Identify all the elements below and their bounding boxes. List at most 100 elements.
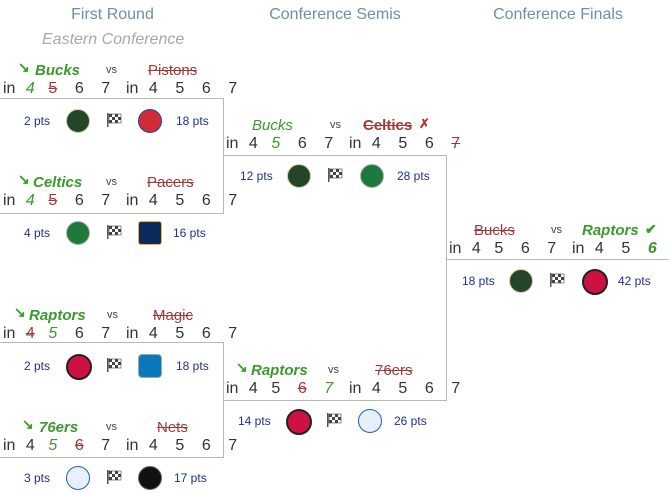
games-option-7[interactable]: 7 (324, 380, 334, 397)
games-option-6[interactable]: 6 (74, 437, 84, 454)
celtics-logo[interactable] (360, 164, 384, 188)
games-option-6[interactable]: 6 (201, 437, 211, 454)
points-76ers: 26 pts (394, 414, 427, 428)
games-option-7[interactable]: 7 (451, 135, 461, 152)
games-option-4[interactable]: 4 (594, 240, 604, 257)
team-76ers[interactable]: 76ers (39, 419, 79, 436)
games-option-4[interactable]: 4 (371, 135, 381, 152)
team-pacers[interactable]: Pacers (147, 174, 194, 191)
games-option-4[interactable]: 4 (248, 135, 258, 152)
games-option-5[interactable]: 5 (175, 437, 185, 454)
bucks-logo[interactable] (66, 109, 90, 133)
team-pistons[interactable]: Pistons (148, 62, 198, 79)
bracket-line (0, 342, 224, 343)
games-option-4[interactable]: 4 (248, 380, 258, 397)
games-option-5[interactable]: 5 (175, 325, 185, 342)
games-option-6[interactable]: 6 (201, 325, 211, 342)
team-nets[interactable]: Nets (157, 419, 188, 436)
celtics-logo[interactable] (66, 221, 90, 245)
games-option-7[interactable]: 7 (228, 325, 238, 342)
games-option-4[interactable]: 4 (471, 240, 481, 257)
games-option-4[interactable]: 4 (371, 380, 381, 397)
team-bucks[interactable]: Bucks (35, 62, 81, 79)
games-option-5[interactable]: 5 (271, 380, 281, 397)
team-celtics[interactable]: Celtics (33, 174, 83, 191)
points-raptors: 2 pts (24, 359, 51, 373)
games-option-6[interactable]: 6 (201, 192, 211, 209)
team-raptors[interactable]: Raptors (29, 307, 86, 324)
games-option-4[interactable]: 4 (148, 325, 158, 342)
games-option-6[interactable]: 6 (297, 135, 307, 152)
points-celtics: 4 pts (24, 226, 51, 240)
checkered-flag-icon[interactable] (106, 358, 122, 372)
games-option-5[interactable]: 5 (398, 135, 408, 152)
team-bucks[interactable]: Bucks (474, 222, 515, 239)
games-option-6[interactable]: 6 (297, 380, 307, 397)
games-option-7[interactable]: 7 (547, 240, 557, 257)
games-option-7[interactable]: 7 (324, 135, 334, 152)
pick-arrow-icon: ↘ (236, 359, 248, 375)
checkered-flag-icon[interactable] (327, 168, 343, 182)
games-option-7[interactable]: 7 (101, 437, 111, 454)
games-option-5[interactable]: 5 (48, 325, 58, 342)
games-option-7[interactable]: 7 (228, 437, 238, 454)
games-option-6[interactable]: 6 (74, 192, 84, 209)
checkered-flag-icon[interactable] (106, 225, 122, 239)
series-length-picker-b: in 4 5 6 7 (126, 80, 242, 98)
games-option-6[interactable]: 6 (424, 135, 434, 152)
checkered-flag-icon[interactable] (106, 470, 122, 484)
raptors-logo[interactable] (66, 354, 92, 380)
nets-logo[interactable] (138, 466, 162, 490)
games-option-4[interactable]: 4 (25, 437, 35, 454)
games-option-7[interactable]: 7 (228, 192, 238, 209)
team-76ers[interactable]: 76ers (375, 362, 413, 379)
raptors-logo[interactable] (286, 409, 312, 435)
games-option-6[interactable]: 6 (647, 240, 657, 257)
games-option-5[interactable]: 5 (48, 192, 58, 209)
games-option-6[interactable]: 6 (74, 80, 84, 97)
team-raptors[interactable]: Raptors (251, 362, 308, 379)
header-first-round: First Round (71, 6, 154, 23)
team-magic[interactable]: Magic (153, 307, 194, 324)
bucks-logo[interactable] (509, 269, 533, 293)
games-option-5[interactable]: 5 (494, 240, 504, 257)
games-option-5[interactable]: 5 (48, 437, 58, 454)
games-option-7[interactable]: 7 (101, 80, 111, 97)
bracket-line (223, 98, 224, 214)
games-option-5[interactable]: 5 (398, 380, 408, 397)
magic-logo[interactable] (138, 354, 162, 378)
team-celtics[interactable]: Celtics (363, 117, 413, 134)
bucks-logo[interactable] (287, 164, 311, 188)
games-option-7[interactable]: 7 (451, 380, 461, 397)
games-option-5[interactable]: 5 (175, 80, 185, 97)
points-celtics: 28 pts (397, 169, 430, 183)
games-option-4[interactable]: 4 (25, 325, 35, 342)
games-option-5[interactable]: 5 (175, 192, 185, 209)
games-option-5[interactable]: 5 (271, 135, 281, 152)
76ers-logo[interactable] (358, 409, 382, 433)
team-bucks[interactable]: Bucks (252, 117, 293, 134)
checkered-flag-icon[interactable] (106, 113, 122, 127)
games-option-6[interactable]: 6 (520, 240, 530, 257)
games-option-4[interactable]: 4 (148, 192, 158, 209)
games-option-4[interactable]: 4 (25, 80, 35, 97)
games-option-6[interactable]: 6 (201, 80, 211, 97)
games-option-4[interactable]: 4 (148, 437, 158, 454)
pacers-logo[interactable] (138, 221, 162, 245)
games-option-7[interactable]: 7 (101, 325, 111, 342)
in-label: in (126, 437, 139, 454)
games-option-4[interactable]: 4 (148, 80, 158, 97)
games-option-7[interactable]: 7 (101, 192, 111, 209)
checkered-flag-icon[interactable] (549, 273, 565, 287)
games-option-4[interactable]: 4 (25, 192, 35, 209)
games-option-7[interactable]: 7 (228, 80, 238, 97)
games-option-5[interactable]: 5 (48, 80, 58, 97)
team-raptors[interactable]: Raptors (582, 222, 639, 239)
games-option-6[interactable]: 6 (424, 380, 434, 397)
games-option-5[interactable]: 5 (621, 240, 631, 257)
checkered-flag-icon[interactable] (326, 413, 342, 427)
76ers-logo[interactable] (66, 466, 90, 490)
pistons-logo[interactable] (138, 109, 162, 133)
raptors-logo[interactable] (582, 269, 608, 295)
games-option-6[interactable]: 6 (74, 325, 84, 342)
